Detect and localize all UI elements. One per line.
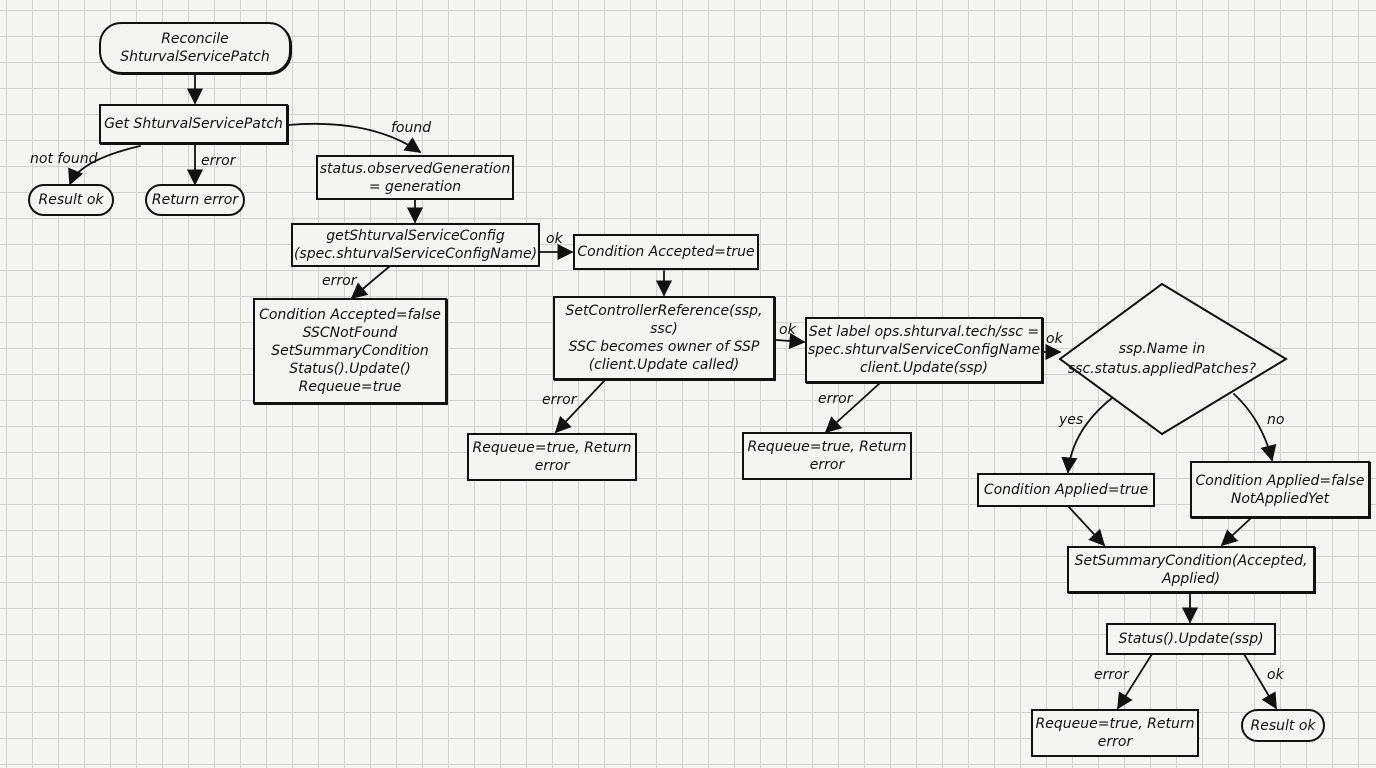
accepted-false-line-2: SSCNotFound: [302, 325, 398, 341]
requeue-step-3: Requeue=true, Return error: [1031, 709, 1199, 757]
requeue-3-line-1: Requeue=true, Return: [1035, 716, 1195, 732]
edge-label-error-ctrl: error: [542, 392, 577, 408]
edge-label-ok-label: ok: [1046, 331, 1063, 347]
result-ok-label-1: Result ok: [38, 192, 104, 208]
edge-label-ok-config: ok: [546, 231, 563, 247]
edge-decision-no: [1233, 393, 1277, 462]
accepted-true-step: Condition Accepted=true: [573, 234, 759, 270]
start-line-1: Reconcile: [161, 31, 229, 47]
edge-label-error-get: error: [201, 153, 236, 169]
status-update-label: Status().Update(ssp): [1118, 631, 1264, 647]
edge-get-found: [287, 122, 422, 153]
decision-line-2: ssc.status.appliedPatches?: [1067, 361, 1257, 377]
set-label-line-1: Set label ops.shturval.tech/ssc =: [808, 324, 1040, 340]
edge-config-error: [350, 265, 391, 300]
applied-true-step: Condition Applied=true: [977, 473, 1155, 507]
edge-label-ok-status: ok: [1267, 667, 1284, 683]
set-ctrl-line-2: ssc): [650, 321, 678, 337]
requeue-1-line-1: Requeue=true, Return: [472, 440, 632, 456]
edge-label-not-found: not found: [30, 151, 98, 167]
accepted-false-line-1: Condition Accepted=false: [259, 307, 441, 323]
summary-line-2: Applied): [1161, 570, 1221, 587]
get-config-step: getShturvalServiceConfig (spec.shturvalS…: [291, 223, 540, 267]
observed-line-1: status.observedGeneration: [319, 160, 511, 177]
decision-diamond: [1058, 282, 1288, 436]
get-patch-step: Get ShturvalServicePatch: [99, 104, 288, 144]
edge-decision-yes: [1061, 397, 1113, 474]
requeue-1-line-2: error: [534, 458, 570, 474]
edge-label-found: found: [391, 120, 432, 136]
decision-question: ssp.Name in ssc.status.appliedPatches?: [1064, 339, 1260, 379]
accepted-true-label: Condition Accepted=true: [577, 244, 755, 260]
summary-line-1: SetSummaryCondition(Accepted,: [1074, 552, 1308, 569]
requeue-step-1: Requeue=true, Return error: [467, 433, 637, 481]
edge-label-error-status: error: [1094, 667, 1129, 683]
set-ctrl-line-4: (client.Update called): [588, 357, 740, 373]
requeue-2-line-1: Requeue=true, Return: [747, 439, 907, 455]
return-error-label: Return error: [151, 192, 239, 208]
edge-label-ok-ctrl: ok: [779, 322, 796, 338]
return-error-terminator: Return error: [145, 184, 245, 216]
applied-true-label: Condition Applied=true: [983, 482, 1149, 498]
observed-line-2: = generation: [368, 178, 462, 195]
set-ctrl-line-3: SSC becomes owner of SSP: [568, 339, 760, 355]
get-config-line-2: (spec.shturvalServiceConfigName): [293, 246, 538, 262]
accepted-false-step: Condition Accepted=false SSCNotFound Set…: [253, 298, 447, 404]
requeue-step-2: Requeue=true, Return error: [742, 432, 912, 480]
applied-false-step: Condition Applied=false NotAppliedYet: [1190, 461, 1370, 518]
result-ok-label-2: Result ok: [1250, 717, 1316, 734]
edge-applied-false-to-summary: [1220, 518, 1251, 547]
status-update-step: Status().Update(ssp): [1106, 623, 1276, 655]
result-ok-terminator-2: Result ok: [1241, 709, 1325, 742]
edge-label-no: no: [1267, 412, 1285, 428]
edge-status-error: [1117, 653, 1153, 710]
observed-generation-step: status.observedGeneration = generation: [316, 155, 514, 200]
set-controller-reference-step: SetControllerReference(ssp, ssc) SSC bec…: [553, 296, 775, 380]
applied-false-line-2: NotAppliedYet: [1230, 490, 1330, 507]
edge-status-ok: [1243, 653, 1277, 710]
requeue-2-line-2: error: [809, 457, 845, 473]
applied-false-line-1: Condition Applied=false: [1195, 472, 1365, 489]
edge-ctrl-ok: [775, 332, 806, 350]
get-config-line-1: getShturvalServiceConfig: [326, 228, 505, 244]
edge-label-yes: yes: [1059, 412, 1084, 428]
edge-ctrl-error: [554, 379, 606, 434]
decision-line-1: ssp.Name in: [1118, 341, 1206, 357]
set-label-line-3: client.Update(ssp): [859, 360, 988, 376]
edge-label-error-label: error: [818, 391, 853, 407]
set-ctrl-line-1: SetControllerReference(ssp,: [565, 303, 763, 319]
get-patch-label: Get ShturvalServicePatch: [104, 116, 283, 132]
edge-label-error: [824, 382, 881, 434]
set-label-line-2: spec.shturvalServiceConfigName: [807, 342, 1041, 358]
set-summary-condition-step: SetSummaryCondition(Accepted, Applied): [1067, 546, 1315, 593]
requeue-3-line-2: error: [1097, 734, 1133, 750]
edge-applied-true-to-summary: [1067, 505, 1106, 547]
set-label-step: Set label ops.shturval.tech/ssc = spec.s…: [805, 317, 1043, 383]
accepted-false-line-4: Status().Update(): [289, 361, 411, 377]
start-line-2: ShturvalServicePatch: [120, 49, 270, 65]
result-ok-terminator-1: Result ok: [28, 184, 114, 216]
edge-get-not-found: [68, 145, 141, 186]
start-terminator: Reconcile ShturvalServicePatch: [99, 22, 291, 74]
accepted-false-line-5: Requeue=true: [298, 379, 402, 395]
edge-label-error-config: error: [322, 273, 357, 289]
accepted-false-line-3: SetSummaryCondition: [271, 343, 429, 359]
